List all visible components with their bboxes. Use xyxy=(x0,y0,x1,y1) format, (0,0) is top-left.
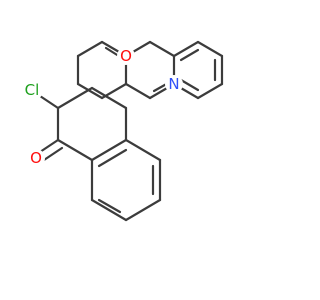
bond xyxy=(148,40,176,58)
atom-ring-oxygen: O xyxy=(117,47,135,65)
bond xyxy=(124,82,152,100)
bond xyxy=(90,86,128,110)
middle-ring xyxy=(56,86,128,162)
atom-label-carbonyl-oxygen: O xyxy=(30,149,42,167)
atom-label-ring-oxygen: O xyxy=(120,47,132,65)
bond xyxy=(124,138,162,162)
molecule-structure-diagram: Cl O N O xyxy=(21,40,224,222)
bond-inner xyxy=(97,148,128,168)
bond xyxy=(76,82,104,100)
atom-nitrogen: N xyxy=(165,75,183,93)
lower-benzene-ring xyxy=(90,138,162,222)
bond xyxy=(56,138,94,162)
quinone-ring xyxy=(76,40,128,100)
oxazine-ring xyxy=(124,40,176,100)
bond xyxy=(124,198,162,222)
atom-carbonyl-oxygen: O xyxy=(27,149,45,167)
bond xyxy=(172,40,200,58)
bond-to-chlorine xyxy=(38,94,60,110)
atom-chlorine: Cl xyxy=(21,79,43,101)
atom-label-chlorine: Cl xyxy=(25,81,40,99)
exocyclic-bonds xyxy=(38,94,64,162)
upper-benzene-ring xyxy=(172,40,224,100)
bond-inner xyxy=(179,78,200,92)
bond xyxy=(196,40,224,58)
bond-inner xyxy=(97,198,122,214)
bond-carbonyl xyxy=(38,138,60,154)
bond xyxy=(56,86,94,110)
atom-label-nitrogen: N xyxy=(168,75,179,93)
bond xyxy=(196,82,224,100)
bond-inner xyxy=(179,48,200,62)
bond-carbonyl-double xyxy=(42,146,64,162)
bond xyxy=(90,138,128,162)
bond xyxy=(76,40,104,58)
bond xyxy=(90,198,128,222)
